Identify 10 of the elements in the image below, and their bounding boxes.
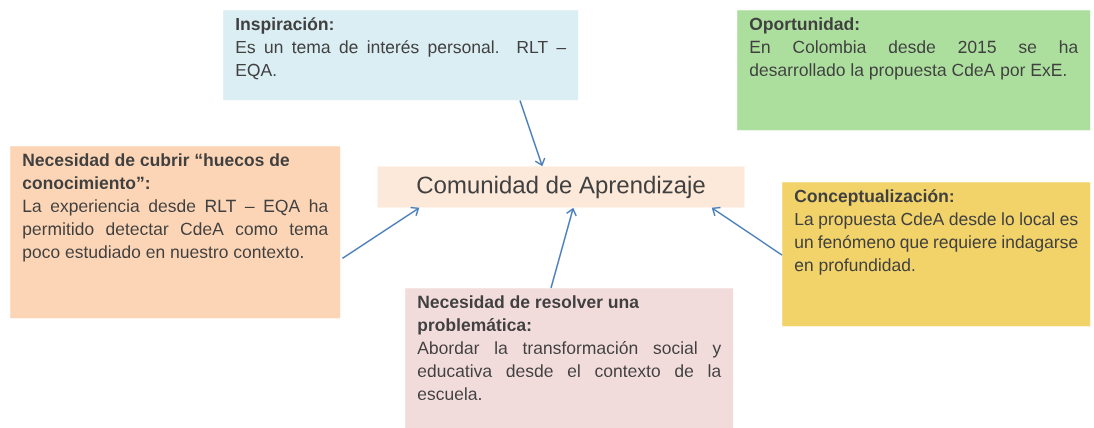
title-box: Comunidad de Aprendizaje — [377, 166, 745, 208]
note-box: Necesidad de cubrir “huecos de conocimiento”: La experiencia desde RLT – EQA ha permitido detectar CdeA como tema poco estudiado en nuestro contexto. — [10, 146, 341, 319]
arrow — [519, 99, 546, 167]
note-box: Inspiración: Es un tema de interés personal. RLT – EQA. — [223, 10, 579, 101]
note-box: Oportunidad: En Colombia desde 2015 se ha desarrollado la propuesta CdeA por ExE. — [737, 10, 1091, 131]
note-box: Necesidad de resolver una problemática: Abordar la transformación social y educativa desde el contexto de la escuela. — [405, 288, 734, 428]
arrow — [711, 206, 783, 256]
note-box: Conceptualización: La propuesta CdeA desde lo local es un fenómeno que requiere indagarse en profundidad. — [782, 182, 1091, 327]
arrow — [550, 207, 577, 289]
arrow — [341, 206, 420, 260]
